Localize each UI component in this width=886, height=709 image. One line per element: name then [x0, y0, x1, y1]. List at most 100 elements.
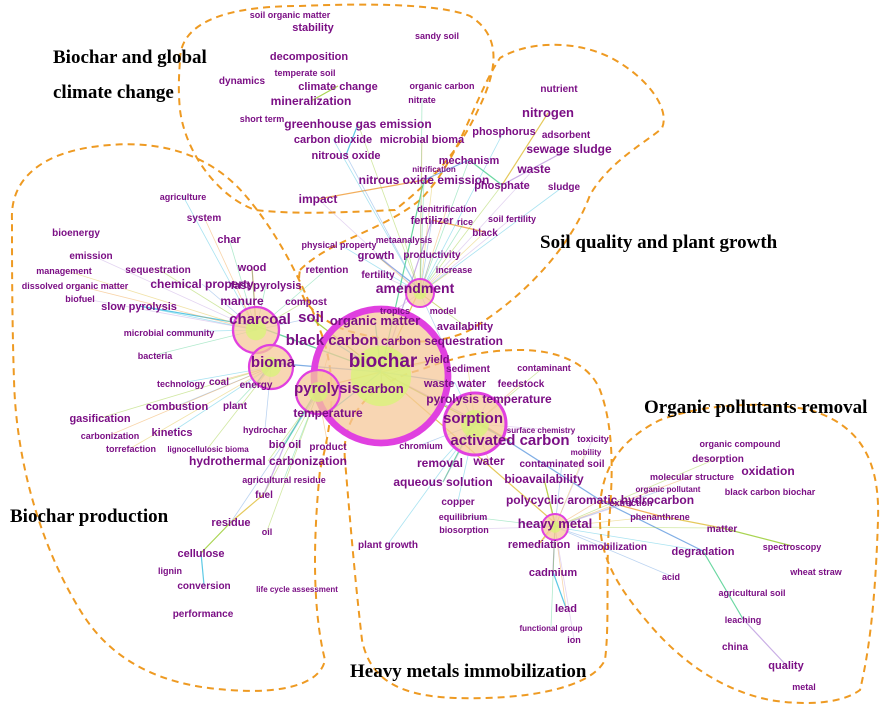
keyword-organic-matter: organic matter [330, 313, 420, 328]
keyword-productivity: productivity [403, 250, 461, 261]
keyword-sequestration: sequestration [125, 265, 191, 276]
keyword-retention: retention [306, 265, 349, 276]
spoke-waste [419, 168, 535, 294]
keyword-carbon-sequestration: carbon sequestration [381, 334, 503, 348]
hub-core [350, 345, 412, 407]
keyword-matter: matter [707, 524, 738, 535]
edge-phosphate-nitrogen [501, 112, 549, 186]
cluster-title-production: Biochar production [10, 506, 169, 527]
spoke-nitrification [419, 167, 435, 294]
spoke-matter [554, 526, 723, 529]
spoke-biofuel [79, 297, 257, 331]
spoke-functional-group [550, 526, 556, 628]
keyword-nitrous-oxide-emission: nitrous oxide emission [359, 173, 490, 187]
keyword-biosorption: biosorption [439, 525, 489, 535]
keyword-conversion: conversion [177, 581, 230, 592]
keyword-kinetics: kinetics [152, 427, 193, 439]
keyword-metaanalysis: metaanalysis [376, 235, 433, 245]
keyword-cellulose: cellulose [177, 548, 224, 560]
keyword-availability: availability [437, 321, 494, 333]
edge-polycyclic-aromatic-hydrocarbon-phenanthrene [599, 499, 661, 517]
keyword-physical-property: physical property [301, 240, 376, 250]
keyword-bacteria: bacteria [138, 351, 174, 361]
keyword-equilibrium: equilibrium [439, 512, 488, 522]
hub-heavy-metal [541, 513, 569, 541]
hub-core [245, 319, 267, 341]
keyword-soil-organic-matter: soil organic matter [250, 10, 331, 20]
keyword-slow-pyrolysis: slow pyrolysis [101, 301, 177, 313]
edge-nitrous-oxide-emission-mechanism [423, 159, 470, 181]
keyword-toxicity: toxicity [577, 434, 609, 444]
keyword-temperate-soil: temperate soil [274, 68, 335, 78]
keyword-organic-carbon: organic carbon [409, 81, 474, 91]
spoke-dissolved-organic-matter [74, 284, 257, 331]
keyword-short-term: short term [240, 114, 285, 124]
keyword-biochar: biochar [349, 351, 418, 372]
keyword-mobility: mobility [571, 448, 602, 457]
hub-biochar [310, 305, 452, 447]
keyword-black: black [472, 228, 498, 239]
keyword-heavy-metal: heavy metal [518, 516, 592, 531]
keyword-spectroscopy: spectroscopy [763, 542, 822, 552]
keyword-combustion: combustion [146, 401, 209, 413]
keyword-bioenergy: bioenergy [52, 228, 100, 239]
spoke-residue [230, 391, 319, 523]
keyword-desorption: desorption [692, 454, 744, 465]
cluster-title-soil: Soil quality and plant growth [540, 232, 778, 253]
keyword-amendment: amendment [376, 280, 455, 296]
edge-fuel-residue [230, 493, 265, 523]
spoke-phosphate [419, 184, 503, 294]
spoke-sludge [419, 185, 565, 294]
keyword-carbon: carbon [360, 381, 403, 396]
spoke-microbial-bioma [419, 138, 423, 294]
keyword-metal: metal [792, 682, 816, 692]
keyword-yield: yield [424, 354, 449, 366]
hub-bioma [247, 343, 295, 391]
keyword-extraction: extraction [609, 498, 652, 508]
keyword-molecular-structure: molecular structure [650, 472, 734, 482]
keyword-sandy-soil: sandy soil [415, 31, 459, 41]
spoke-management [63, 269, 257, 331]
hub-core [413, 286, 427, 300]
keyword-surface-chemistry: surface chemistry [507, 426, 576, 435]
keyword-nitrification: nitrification [412, 165, 456, 174]
boundary-metals [343, 348, 613, 700]
hub-charcoal [231, 305, 281, 355]
edge-leaching-quality [742, 618, 787, 666]
keyword-wheat-straw: wheat straw [789, 567, 843, 577]
keyword-hydrochar: hydrochar [243, 425, 288, 435]
hub-core [261, 357, 281, 377]
keyword-model: model [430, 306, 457, 316]
keyword-nitrate: nitrate [408, 95, 436, 105]
hub-ring [247, 343, 295, 391]
edge-matter-spectroscopy [721, 527, 793, 547]
cluster-title-organic: Organic pollutants removal [644, 397, 867, 418]
keyword-acid: acid [662, 572, 680, 582]
keyword-contaminated-soil: contaminated soil [519, 459, 604, 470]
keyword-residue: residue [211, 517, 250, 529]
keyword-energy: energy [240, 380, 273, 391]
spoke-carbonization [109, 366, 272, 436]
keyword-management: management [36, 266, 92, 276]
keyword-climate-change: climate change [298, 81, 377, 93]
keyword-waste-water: waste water [423, 378, 487, 390]
keyword-torrefaction: torrefaction [106, 444, 156, 454]
spoke-ion [554, 526, 575, 640]
edge-nitrous-oxide-emission-impact [317, 179, 425, 200]
keyword-activated-carbon: activated carbon [450, 432, 569, 449]
keyword-gasification: gasification [69, 413, 130, 425]
spoke-equilibrium [462, 515, 556, 528]
keyword-soil: soil [298, 309, 324, 326]
keyword-fertility: fertility [361, 270, 395, 281]
keyword-system: system [187, 213, 222, 224]
keyword-water: water [472, 454, 505, 468]
keyword-bioavailability: bioavailability [504, 472, 584, 486]
edge-greenhouse-gas-emission-nitrous-oxide [345, 123, 359, 156]
keyword-oil: oil [262, 527, 273, 537]
keyword-remediation: remediation [508, 539, 571, 551]
keyword-plant: plant [223, 401, 248, 412]
keyword-fast-pyrolysis: fast pyrolysis [231, 280, 302, 292]
keyword-performance: performance [173, 609, 234, 620]
spoke-phosphorus [419, 130, 505, 294]
keyword-leaching: leaching [725, 615, 762, 625]
